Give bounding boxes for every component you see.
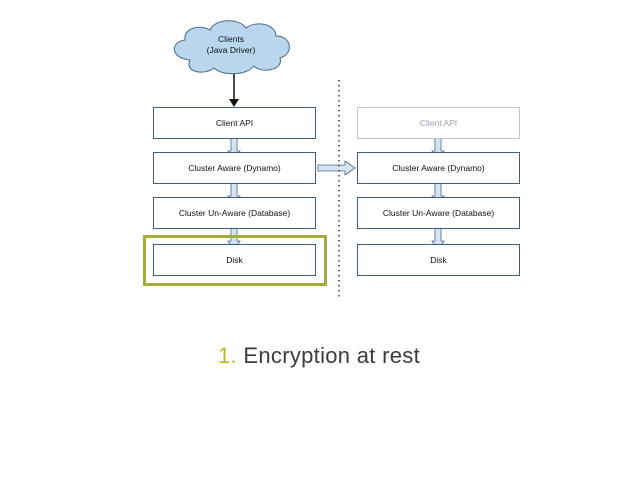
left-cluster-aware-box: Cluster Aware (Dynamo) [153, 152, 316, 184]
right-cluster-unaware-box: Cluster Un-Aware (Database) [357, 197, 520, 229]
disk-highlight-frame [143, 235, 327, 286]
left-cluster-unaware-label: Cluster Un-Aware (Database) [178, 208, 291, 218]
left-cluster-aware-label: Cluster Aware (Dynamo) [188, 163, 281, 173]
right-client-api-label: Client API [419, 118, 458, 128]
right-cluster-unaware-label: Cluster Un-Aware (Database) [382, 208, 495, 218]
horizontal-arrow-icon [317, 160, 356, 176]
cloud-arrow-head-icon [229, 99, 239, 107]
clients-cloud-icon [173, 20, 290, 75]
left-disk-label: Disk [226, 255, 243, 265]
right-disk-box: Disk [357, 244, 520, 276]
left-client-api-label: Client API [215, 118, 254, 128]
caption-number: 1. [218, 343, 237, 368]
clients-cloud-label: Clients (Java Driver) [175, 34, 287, 56]
right-cluster-aware-label: Cluster Aware (Dynamo) [392, 163, 485, 173]
slide-caption: 1. Encryption at rest [0, 343, 638, 369]
cloud-label-line2: (Java Driver) [206, 45, 256, 55]
right-client-api-box: Client API [357, 107, 520, 139]
left-cluster-unaware-box: Cluster Un-Aware (Database) [153, 197, 316, 229]
cloud-label-line1: Clients [218, 34, 244, 44]
caption-text: Encryption at rest [243, 343, 420, 368]
left-client-api-box: Client API [153, 107, 316, 139]
right-disk-label: Disk [430, 255, 447, 265]
left-disk-box: Disk [153, 244, 316, 276]
right-cluster-aware-box: Cluster Aware (Dynamo) [357, 152, 520, 184]
